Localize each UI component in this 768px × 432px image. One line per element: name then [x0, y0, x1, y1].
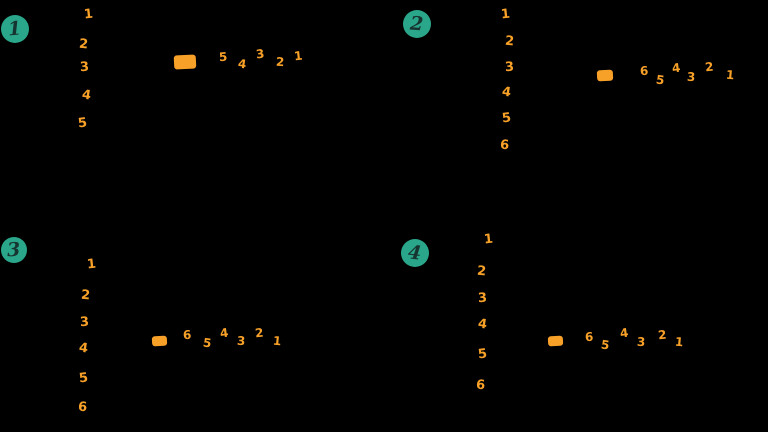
answer-rank-number: 3 [236, 333, 246, 349]
answer-rank-number: 4 [671, 60, 682, 76]
section-badge-digit: 2 [409, 12, 425, 35]
list-item-number: 6 [77, 399, 88, 416]
answer-scribble-marker [151, 335, 168, 347]
answer-rank-number: 6 [584, 329, 594, 345]
answer-scribble-marker [547, 335, 564, 347]
answer-rank-number: 2 [704, 59, 715, 75]
answer-rank-number: 2 [657, 327, 668, 343]
answer-scribble-marker [173, 54, 197, 70]
list-item-number: 2 [476, 263, 487, 280]
list-item-number: 5 [501, 110, 512, 127]
list-item-number: 4 [81, 87, 93, 104]
answer-rank-number: 2 [254, 325, 265, 341]
list-item-number: 5 [477, 346, 488, 363]
list-item-number: 2 [78, 36, 89, 53]
section-badge-digit: 1 [7, 16, 23, 41]
answer-rank-number: 5 [655, 72, 666, 88]
section-badge-digit: 4 [407, 240, 423, 265]
list-item-number: 6 [499, 137, 510, 154]
list-item-number: 3 [79, 59, 90, 76]
answer-rank-number: 5 [218, 49, 228, 65]
list-item-number: 1 [86, 256, 97, 273]
answer-rank-number: 3 [636, 334, 646, 350]
answer-rank-number: 4 [237, 56, 248, 72]
answer-rank-number: 6 [182, 327, 192, 343]
answer-rank-number: 1 [725, 67, 735, 83]
list-item-number: 4 [501, 84, 513, 101]
answer-scribble-marker [596, 69, 614, 82]
list-item-number: 5 [78, 370, 89, 387]
section-badge-digit: 3 [6, 238, 22, 261]
answer-rank-number: 1 [272, 333, 282, 349]
answer-rank-number: 4 [619, 325, 630, 341]
answer-rank-number: 3 [255, 46, 266, 62]
list-item-number: 1 [83, 6, 94, 23]
list-item-number: 2 [504, 33, 515, 50]
list-item-number: 1 [500, 6, 511, 23]
list-item-number: 3 [504, 59, 515, 76]
list-item-number: 1 [483, 231, 494, 248]
section-number-badge: 2 [403, 10, 431, 38]
answer-rank-number: 2 [275, 54, 285, 70]
list-item-number: 2 [80, 287, 91, 304]
answer-rank-number: 4 [219, 325, 230, 341]
answer-rank-number: 3 [686, 69, 696, 85]
list-item-number: 4 [78, 340, 90, 357]
list-item-number: 6 [475, 377, 486, 394]
answer-rank-number: 1 [674, 334, 684, 350]
answer-rank-number: 6 [639, 63, 649, 79]
list-item-number: 3 [477, 290, 488, 307]
list-item-number: 4 [477, 316, 489, 333]
answer-rank-number: 5 [202, 335, 213, 351]
list-item-number: 3 [79, 314, 90, 331]
list-item-number: 5 [77, 115, 88, 132]
section-number-badge: 3 [1, 237, 27, 263]
answer-rank-number: 5 [600, 337, 611, 353]
section-number-badge: 4 [401, 239, 429, 267]
answer-rank-number: 1 [293, 48, 304, 64]
section-number-badge: 1 [1, 15, 29, 43]
